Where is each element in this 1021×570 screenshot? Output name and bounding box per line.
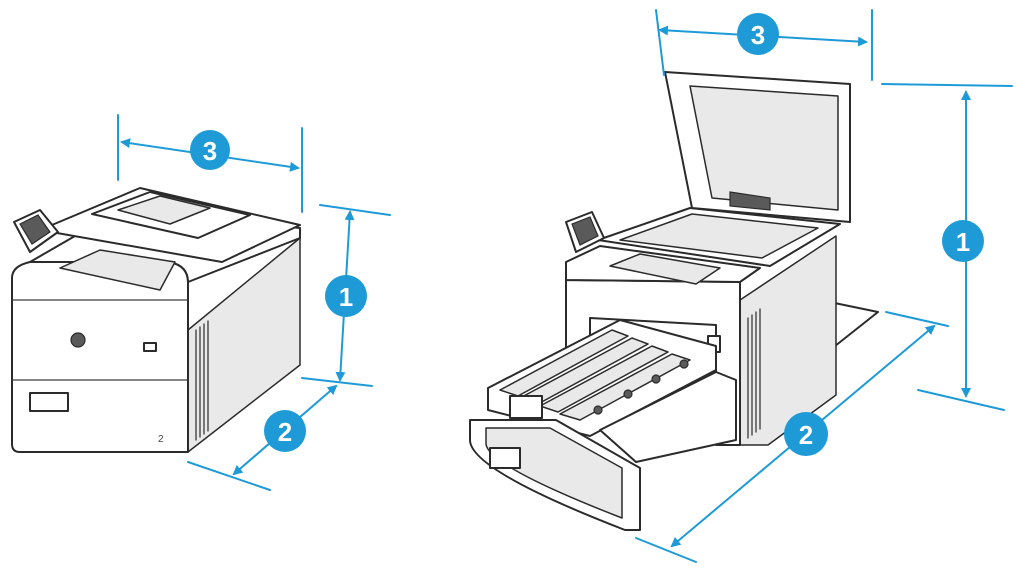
feeder-tray — [117, 195, 211, 225]
paper-tray-label — [489, 447, 521, 469]
callout-left-height: 1 — [325, 275, 367, 317]
callout-right-depth: 2 — [784, 412, 828, 456]
callout-left-depth: 2 — [264, 410, 306, 452]
output-bin-right — [609, 253, 721, 285]
drawer-handle — [509, 395, 543, 419]
lid-hinge — [729, 191, 771, 211]
printer-open — [469, 71, 879, 531]
printer-closed: 2 — [11, 187, 301, 453]
svg-text:1: 1 — [339, 282, 353, 312]
svg-text:2: 2 — [278, 417, 292, 447]
callout-right-height: 1 — [942, 220, 984, 262]
toner-cartridges — [499, 329, 691, 421]
tray-handle — [29, 392, 69, 412]
tray-number: 2 — [158, 434, 164, 445]
front-button — [143, 342, 157, 352]
svg-text:3: 3 — [203, 136, 217, 166]
svg-text:2: 2 — [799, 420, 813, 450]
svg-text:1: 1 — [956, 227, 970, 257]
side-vent-lines — [195, 320, 209, 441]
control-panel-screen — [19, 214, 51, 245]
svg-text:3: 3 — [751, 20, 765, 50]
control-panel-screen-right — [571, 216, 599, 246]
scanner-glass — [619, 213, 819, 259]
callout-right-width: 3 — [737, 13, 779, 55]
callout-left-width: 3 — [190, 130, 230, 170]
lid-underside — [689, 85, 839, 211]
printer-front-body — [11, 261, 189, 453]
output-bin — [59, 249, 176, 291]
brand-logo — [70, 332, 86, 348]
